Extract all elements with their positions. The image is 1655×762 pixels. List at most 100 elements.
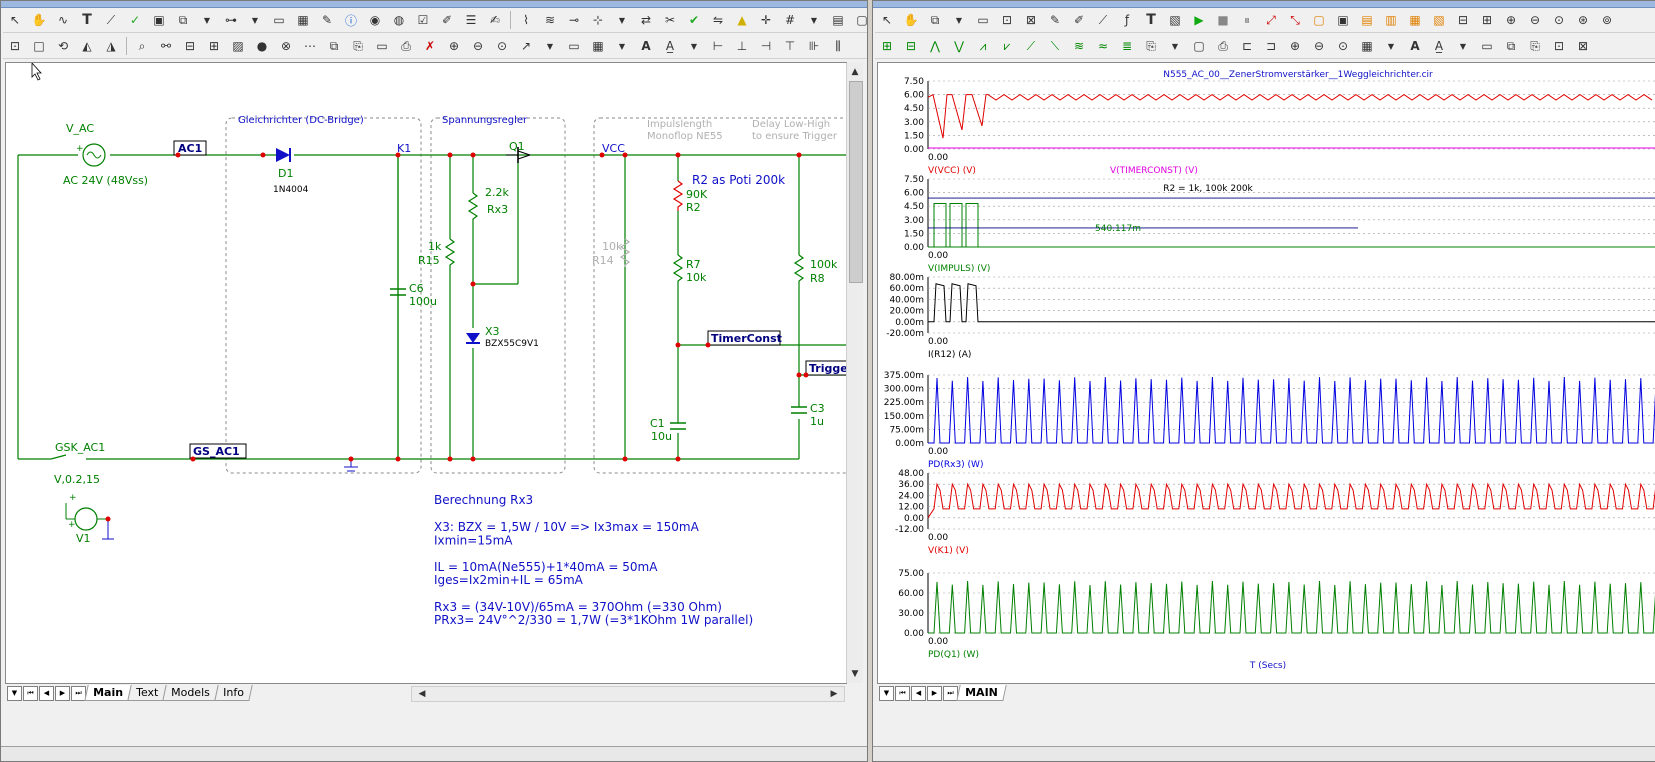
dropdown-icon[interactable]: ▼ bbox=[690, 41, 698, 51]
align-icon[interactable]: ⊡ bbox=[9, 39, 21, 53]
wire-mode-icon[interactable]: ⌇ bbox=[523, 13, 529, 27]
table-icon[interactable]: ▦ bbox=[297, 13, 309, 27]
check-icon[interactable]: ✔ bbox=[688, 13, 700, 27]
dropdown-icon[interactable]: ▼ bbox=[251, 15, 259, 25]
node-icon[interactable]: ⊶ bbox=[225, 13, 237, 27]
new-page-icon[interactable]: ⎙ bbox=[401, 38, 411, 53]
box-icon[interactable]: □ bbox=[33, 39, 45, 53]
paste-icon[interactable]: ⎘ bbox=[1530, 38, 1540, 53]
distribute-icon[interactable]: ⊪ bbox=[808, 39, 820, 53]
arrow-icon[interactable]: ⇄ bbox=[640, 13, 652, 27]
pan-hand-icon[interactable]: ✋ bbox=[31, 13, 47, 27]
font-size-icon[interactable]: A̲ bbox=[1434, 39, 1444, 53]
page-icon[interactable]: ▤ bbox=[832, 13, 844, 27]
folder-icon[interactable]: ▭ bbox=[376, 39, 388, 53]
distribute-icon[interactable]: ⫼ bbox=[835, 38, 841, 53]
waveform-icon[interactable]: ⋀ bbox=[930, 39, 940, 53]
waveform-icon[interactable]: ⋁ bbox=[954, 39, 964, 53]
clipboard-icon[interactable]: ⎘ bbox=[1146, 38, 1156, 53]
globe-icon[interactable]: ◍ bbox=[393, 13, 405, 27]
scroll-thumb[interactable] bbox=[849, 81, 863, 283]
nav-prev-icon[interactable]: ◀ bbox=[39, 685, 54, 701]
tab-main[interactable]: MAIN bbox=[956, 685, 1007, 701]
tile-icon[interactable]: ⊡ bbox=[1553, 39, 1565, 53]
window-icon[interactable]: ▢ bbox=[1193, 39, 1205, 53]
pencil-icon[interactable]: ✎ bbox=[321, 13, 333, 27]
schematic-canvas[interactable]: Gleichrichter (DC-Bridge) Spannungsregle… bbox=[5, 61, 855, 684]
probe-icon[interactable]: ⤢ bbox=[1266, 12, 1276, 27]
zoom-out-icon[interactable]: ⊖ bbox=[472, 39, 484, 53]
edit-icon[interactable]: ✐ bbox=[1073, 13, 1085, 27]
window-icon[interactable]: ▣ bbox=[1337, 13, 1349, 27]
pin-icon[interactable]: ⊸ bbox=[568, 13, 580, 27]
zoom-icon[interactable]: ⊙ bbox=[1553, 13, 1565, 27]
dropdown-icon[interactable]: ▼ bbox=[203, 15, 211, 25]
list-icon[interactable]: ☰ bbox=[465, 13, 477, 27]
box-icon[interactable]: ▭ bbox=[977, 13, 989, 27]
curve-icon[interactable]: ⟋ bbox=[1098, 12, 1108, 27]
info-icon[interactable]: ⓘ bbox=[344, 13, 357, 28]
picture-icon[interactable]: ▣ bbox=[153, 13, 165, 27]
rename-icon[interactable]: ✍ bbox=[489, 13, 501, 27]
text-tool-icon[interactable]: T bbox=[1146, 12, 1156, 28]
copy-icon[interactable]: ⧉ bbox=[1506, 38, 1516, 53]
flip-icon[interactable]: ◭ bbox=[82, 39, 92, 53]
copy-icon[interactable]: ⧉ bbox=[930, 12, 940, 27]
title-bar[interactable] bbox=[1, 1, 867, 8]
schematic-vertical-scrollbar[interactable]: ▲ ▼ bbox=[846, 63, 863, 683]
scroll-left-icon[interactable]: ◀ bbox=[418, 689, 426, 699]
nav-first-icon[interactable]: ⏮ bbox=[895, 685, 910, 701]
scroll-down-icon[interactable]: ▼ bbox=[851, 669, 859, 679]
zoom-fit-icon[interactable]: ⊙ bbox=[496, 39, 508, 53]
zoom-fit-icon[interactable]: ⊙ bbox=[1337, 39, 1349, 53]
layout-icon[interactable]: ▧ bbox=[1433, 13, 1445, 27]
zoom-icon[interactable]: ⊕ bbox=[1505, 13, 1517, 27]
line-icon[interactable]: ⟋ bbox=[106, 12, 116, 27]
align-left-icon[interactable]: ⊢ bbox=[712, 39, 724, 53]
tile-icon[interactable]: ⊞ bbox=[1481, 13, 1493, 27]
symbol-icon[interactable]: ▭ bbox=[568, 39, 580, 53]
waveform-icon[interactable]: ⩘ bbox=[979, 38, 987, 53]
window-icon[interactable]: ▭ bbox=[1481, 39, 1493, 53]
bus-icon[interactable]: ≋ bbox=[544, 13, 556, 27]
pointer-icon[interactable]: ↗ bbox=[520, 39, 532, 53]
window-icon[interactable]: ▭ bbox=[273, 13, 285, 27]
component-icon[interactable]: ⊞ bbox=[208, 39, 220, 53]
page-icon[interactable]: ▢ bbox=[856, 13, 867, 27]
nav-next-icon[interactable]: ▶ bbox=[927, 685, 942, 701]
layout-icon[interactable]: ▦ bbox=[1409, 13, 1421, 27]
probe-icon[interactable]: ◉ bbox=[369, 13, 381, 27]
warning-icon[interactable]: ▲ bbox=[737, 13, 747, 27]
scope-icon[interactable]: ⊡ bbox=[1001, 13, 1013, 27]
title-bar[interactable] bbox=[873, 1, 1655, 8]
waveform-icon[interactable]: ⩗ bbox=[1003, 38, 1011, 53]
nav-first-icon[interactable]: ⏮ bbox=[23, 685, 38, 701]
component-icon[interactable]: ⊟ bbox=[184, 39, 196, 53]
mirror-icon[interactable]: ⇋ bbox=[712, 13, 724, 27]
tab-info[interactable]: Info bbox=[214, 685, 253, 701]
window-icon[interactable]: ▢ bbox=[1313, 13, 1325, 27]
pause-icon[interactable]: ⏸ bbox=[1243, 12, 1250, 27]
waveform-icon[interactable]: ≋ bbox=[1073, 39, 1085, 53]
dropdown-icon[interactable]: ▼ bbox=[618, 41, 626, 51]
align-top-icon[interactable]: ⊤ bbox=[784, 39, 796, 53]
select-arrow-icon[interactable]: ↖ bbox=[9, 13, 21, 27]
crosshair-icon[interactable]: ✛ bbox=[760, 13, 772, 27]
select-arrow-icon[interactable]: ↖ bbox=[881, 13, 893, 27]
probe-icon[interactable]: ⤡ bbox=[1290, 12, 1300, 27]
align-right-icon[interactable]: ⊣ bbox=[760, 39, 772, 53]
zoom-icon[interactable]: ⊚ bbox=[1601, 13, 1613, 27]
dropdown-icon[interactable]: ▼ bbox=[1387, 41, 1395, 51]
font-icon[interactable]: A bbox=[641, 39, 651, 53]
waveform-icon[interactable]: ≣ bbox=[1121, 39, 1133, 53]
binoculars-icon[interactable]: ⚯ bbox=[160, 39, 172, 53]
tab-models[interactable]: Models bbox=[162, 685, 219, 701]
zoom-icon[interactable]: ⊖ bbox=[1529, 13, 1541, 27]
delete-page-icon[interactable]: ✗ bbox=[424, 39, 436, 53]
circle-icon[interactable]: ● bbox=[256, 39, 268, 53]
nav-next-icon[interactable]: ▶ bbox=[55, 685, 70, 701]
zoom-icon[interactable]: ⊛ bbox=[1577, 13, 1589, 27]
function-icon[interactable]: ƒ bbox=[1124, 13, 1130, 27]
waveform-icon[interactable]: ≈ bbox=[1097, 39, 1109, 53]
checkbox-icon[interactable]: ☑ bbox=[417, 13, 429, 27]
